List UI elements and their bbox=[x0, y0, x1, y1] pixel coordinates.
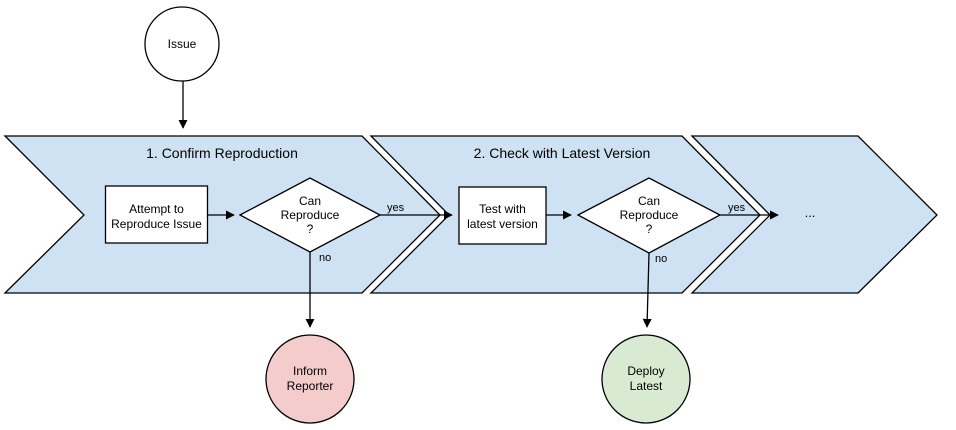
end-circle-inform-reporter bbox=[265, 334, 355, 424]
phase2-yes-label: yes bbox=[728, 202, 746, 214]
phase2-task-label-line2: latest version bbox=[467, 217, 538, 231]
phase1-title: 1. Confirm Reproduction bbox=[146, 145, 298, 161]
end-circle-deploy-latest bbox=[601, 334, 691, 424]
phase1-decision-label-line2: Reproduce bbox=[281, 208, 340, 222]
deploy-latest-label-line2: Latest bbox=[630, 379, 663, 393]
phase2-task-rect bbox=[458, 186, 547, 245]
phase2-decision-label-line1: Can bbox=[638, 194, 660, 208]
phase2-title: 2. Check with Latest Version bbox=[474, 145, 651, 161]
phase1-no-label: no bbox=[319, 252, 331, 264]
start-circle-issue bbox=[144, 6, 220, 82]
phase2-task-label-line1: Test with bbox=[479, 202, 526, 216]
edge-phase2-no bbox=[642, 252, 652, 328]
phase1-task-label-line1: Attempt to bbox=[129, 202, 184, 216]
phase2-decision-label-line3: ? bbox=[646, 222, 653, 236]
phase1-decision-label-line1: Can bbox=[299, 194, 321, 208]
start-circle-label: Issue bbox=[168, 37, 197, 51]
phase1-decision-label-line3: ? bbox=[307, 222, 314, 236]
inform-reporter-label-line1: Inform bbox=[293, 364, 327, 378]
deploy-latest-label-line1: Deploy bbox=[627, 364, 664, 378]
phase1-task-label-line2: Reproduce Issue bbox=[111, 217, 202, 231]
phase1-task-rect bbox=[104, 185, 209, 244]
inform-reporter-label-line2: Reporter bbox=[287, 379, 334, 393]
phase2-no-label: no bbox=[655, 253, 667, 265]
phase2-decision-label-line2: Reproduce bbox=[620, 208, 679, 222]
phase1-yes-label: yes bbox=[387, 202, 405, 214]
continuation-ellipsis: ... bbox=[805, 205, 816, 220]
